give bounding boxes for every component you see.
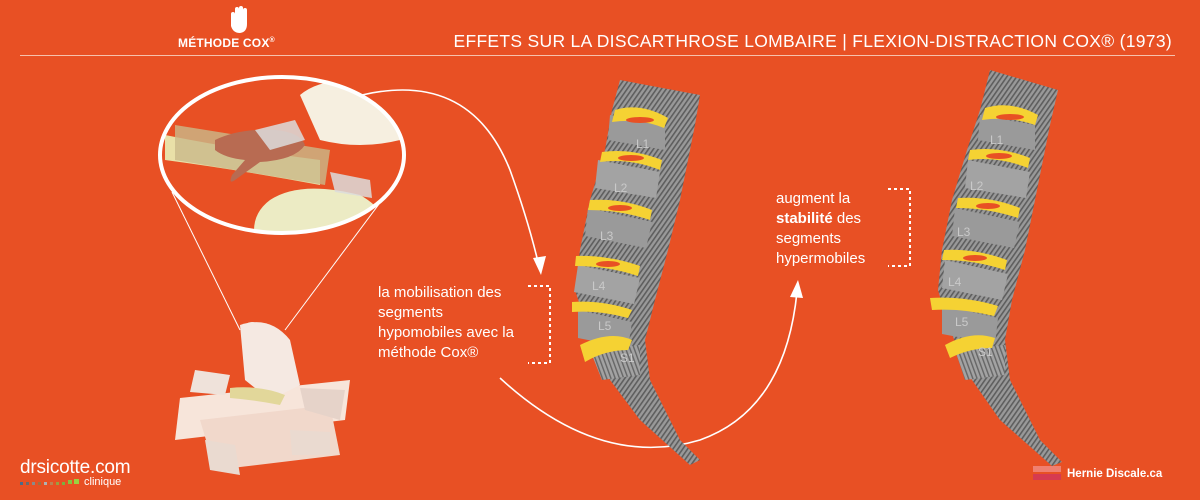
arrow-to-spine-1 xyxy=(361,89,546,275)
hernie-logo-mark xyxy=(1033,466,1061,480)
clinic-dots xyxy=(20,479,79,485)
partner-logo[interactable]: Hernie Discale.ca xyxy=(1035,468,1162,480)
clinic-name[interactable]: drsicotte.com xyxy=(20,457,131,478)
caption-stabilite: augment la stabilité des segments hyperm… xyxy=(776,189,886,269)
vertebra-label: L3 xyxy=(957,225,971,239)
vertebra-label: L5 xyxy=(955,315,969,329)
page-title: EFFETS SUR LA DISCARTHROSE LOMBAIRE | FL… xyxy=(453,31,1172,51)
method-logo: MÉTHODE COX® xyxy=(178,36,275,50)
spine-after xyxy=(930,70,1062,466)
vertebra-label: L3 xyxy=(600,229,614,243)
zoom-inset xyxy=(158,75,406,235)
vertebra-label: L4 xyxy=(948,275,962,289)
caption-stabilite-bold: stabilité xyxy=(776,210,833,227)
vertebra-label: L5 xyxy=(598,319,612,333)
caption-mobilisation: la mobilisation des segments hypomobiles… xyxy=(378,284,514,361)
hand-icon xyxy=(231,6,247,33)
caption-stabilite-before: augment la xyxy=(776,190,851,207)
caption-stabilite-after: des segments hypermobiles xyxy=(776,210,866,267)
vertebra-labels-after: L1 L2 L3 L4 L5 S1 xyxy=(948,133,1004,359)
vertebra-label: S1 xyxy=(978,345,993,359)
method-logo-mark: ® xyxy=(269,37,275,44)
vertebra-label: L2 xyxy=(614,181,628,195)
spine-before xyxy=(572,80,700,465)
zoom-connector-lines xyxy=(171,191,389,331)
method-logo-text: MÉTHODE COX xyxy=(178,36,270,50)
header-divider xyxy=(20,55,1175,56)
bracket-right xyxy=(888,188,911,267)
discs-before xyxy=(572,107,668,362)
vertebra-labels-before: L1 L2 L3 L4 L5 S1 xyxy=(592,137,650,365)
vertebra-label: L1 xyxy=(636,137,650,151)
discs-after xyxy=(930,105,1038,358)
vertebra-label: L2 xyxy=(970,179,984,193)
vertebra-label: S1 xyxy=(620,351,635,365)
vertebra-label: L4 xyxy=(592,279,606,293)
partner-logo-text: Hernie Discale.ca xyxy=(1067,468,1163,480)
vertebra-label: L1 xyxy=(990,133,1004,147)
treatment-table-figure xyxy=(175,322,350,475)
clinic-subtitle: clinique xyxy=(84,476,122,488)
arrow-to-spine-2 xyxy=(499,280,803,449)
bracket-left xyxy=(528,285,551,364)
